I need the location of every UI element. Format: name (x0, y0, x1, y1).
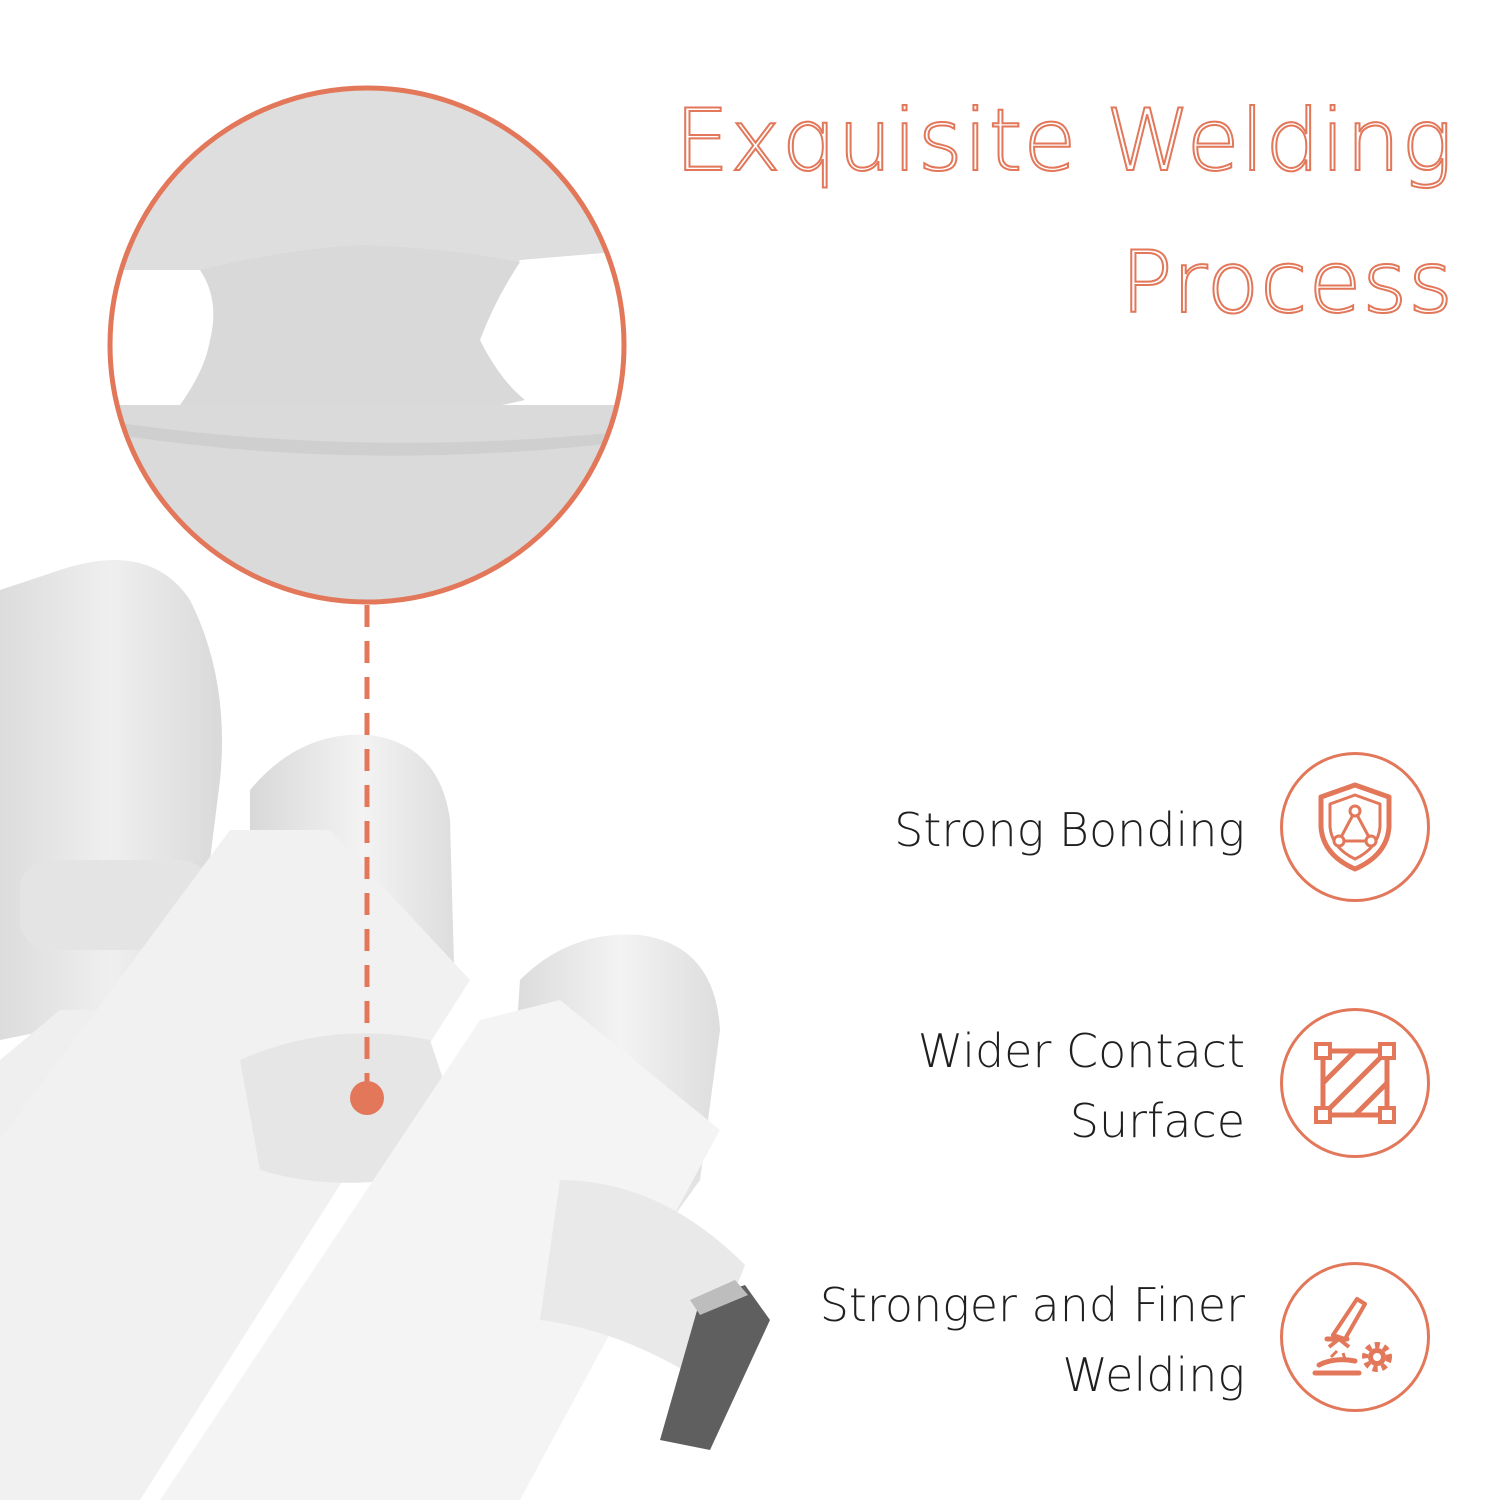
feature-label: Strong Bonding (685, 795, 1245, 865)
valve-cap-ring (690, 1280, 748, 1315)
valve-cap (660, 1285, 770, 1450)
feature-label: Wider Contact Surface (685, 1016, 1245, 1156)
feature-label-line-2: Welding (1062, 1348, 1245, 1402)
title-line-1: Exquisite Welding (674, 90, 1454, 192)
radiator-pipe-front (160, 1000, 720, 1500)
surface-grid-icon (1280, 1008, 1430, 1158)
welding-gear-icon (1280, 1262, 1430, 1412)
zoom-circle-border (107, 85, 627, 605)
feature-wider-contact-surface: Wider Contact Surface (670, 1008, 1430, 1164)
zoom-detail (107, 85, 627, 1115)
shield-network-icon (1280, 752, 1430, 902)
radiator-tubes (0, 560, 770, 1500)
title-line-2: Process (1120, 232, 1454, 334)
feature-stronger-finer-welding: Stronger and Finer Welding (670, 1262, 1430, 1418)
feature-strong-bonding: Strong Bonding (670, 752, 1430, 908)
zoom-anchor-dot (350, 1081, 384, 1115)
feature-label: Stronger and Finer Welding (685, 1270, 1245, 1410)
feature-label-line-2: Surface (1069, 1094, 1245, 1148)
radiator-pipe-middle (0, 830, 470, 1500)
feature-label-line-1: Stronger and Finer (819, 1278, 1245, 1332)
feature-label-line-1: Strong Bonding (894, 803, 1245, 857)
feature-label-line-1: Wider Contact (917, 1024, 1245, 1078)
page-title: Exquisite Welding Process (534, 70, 1454, 354)
